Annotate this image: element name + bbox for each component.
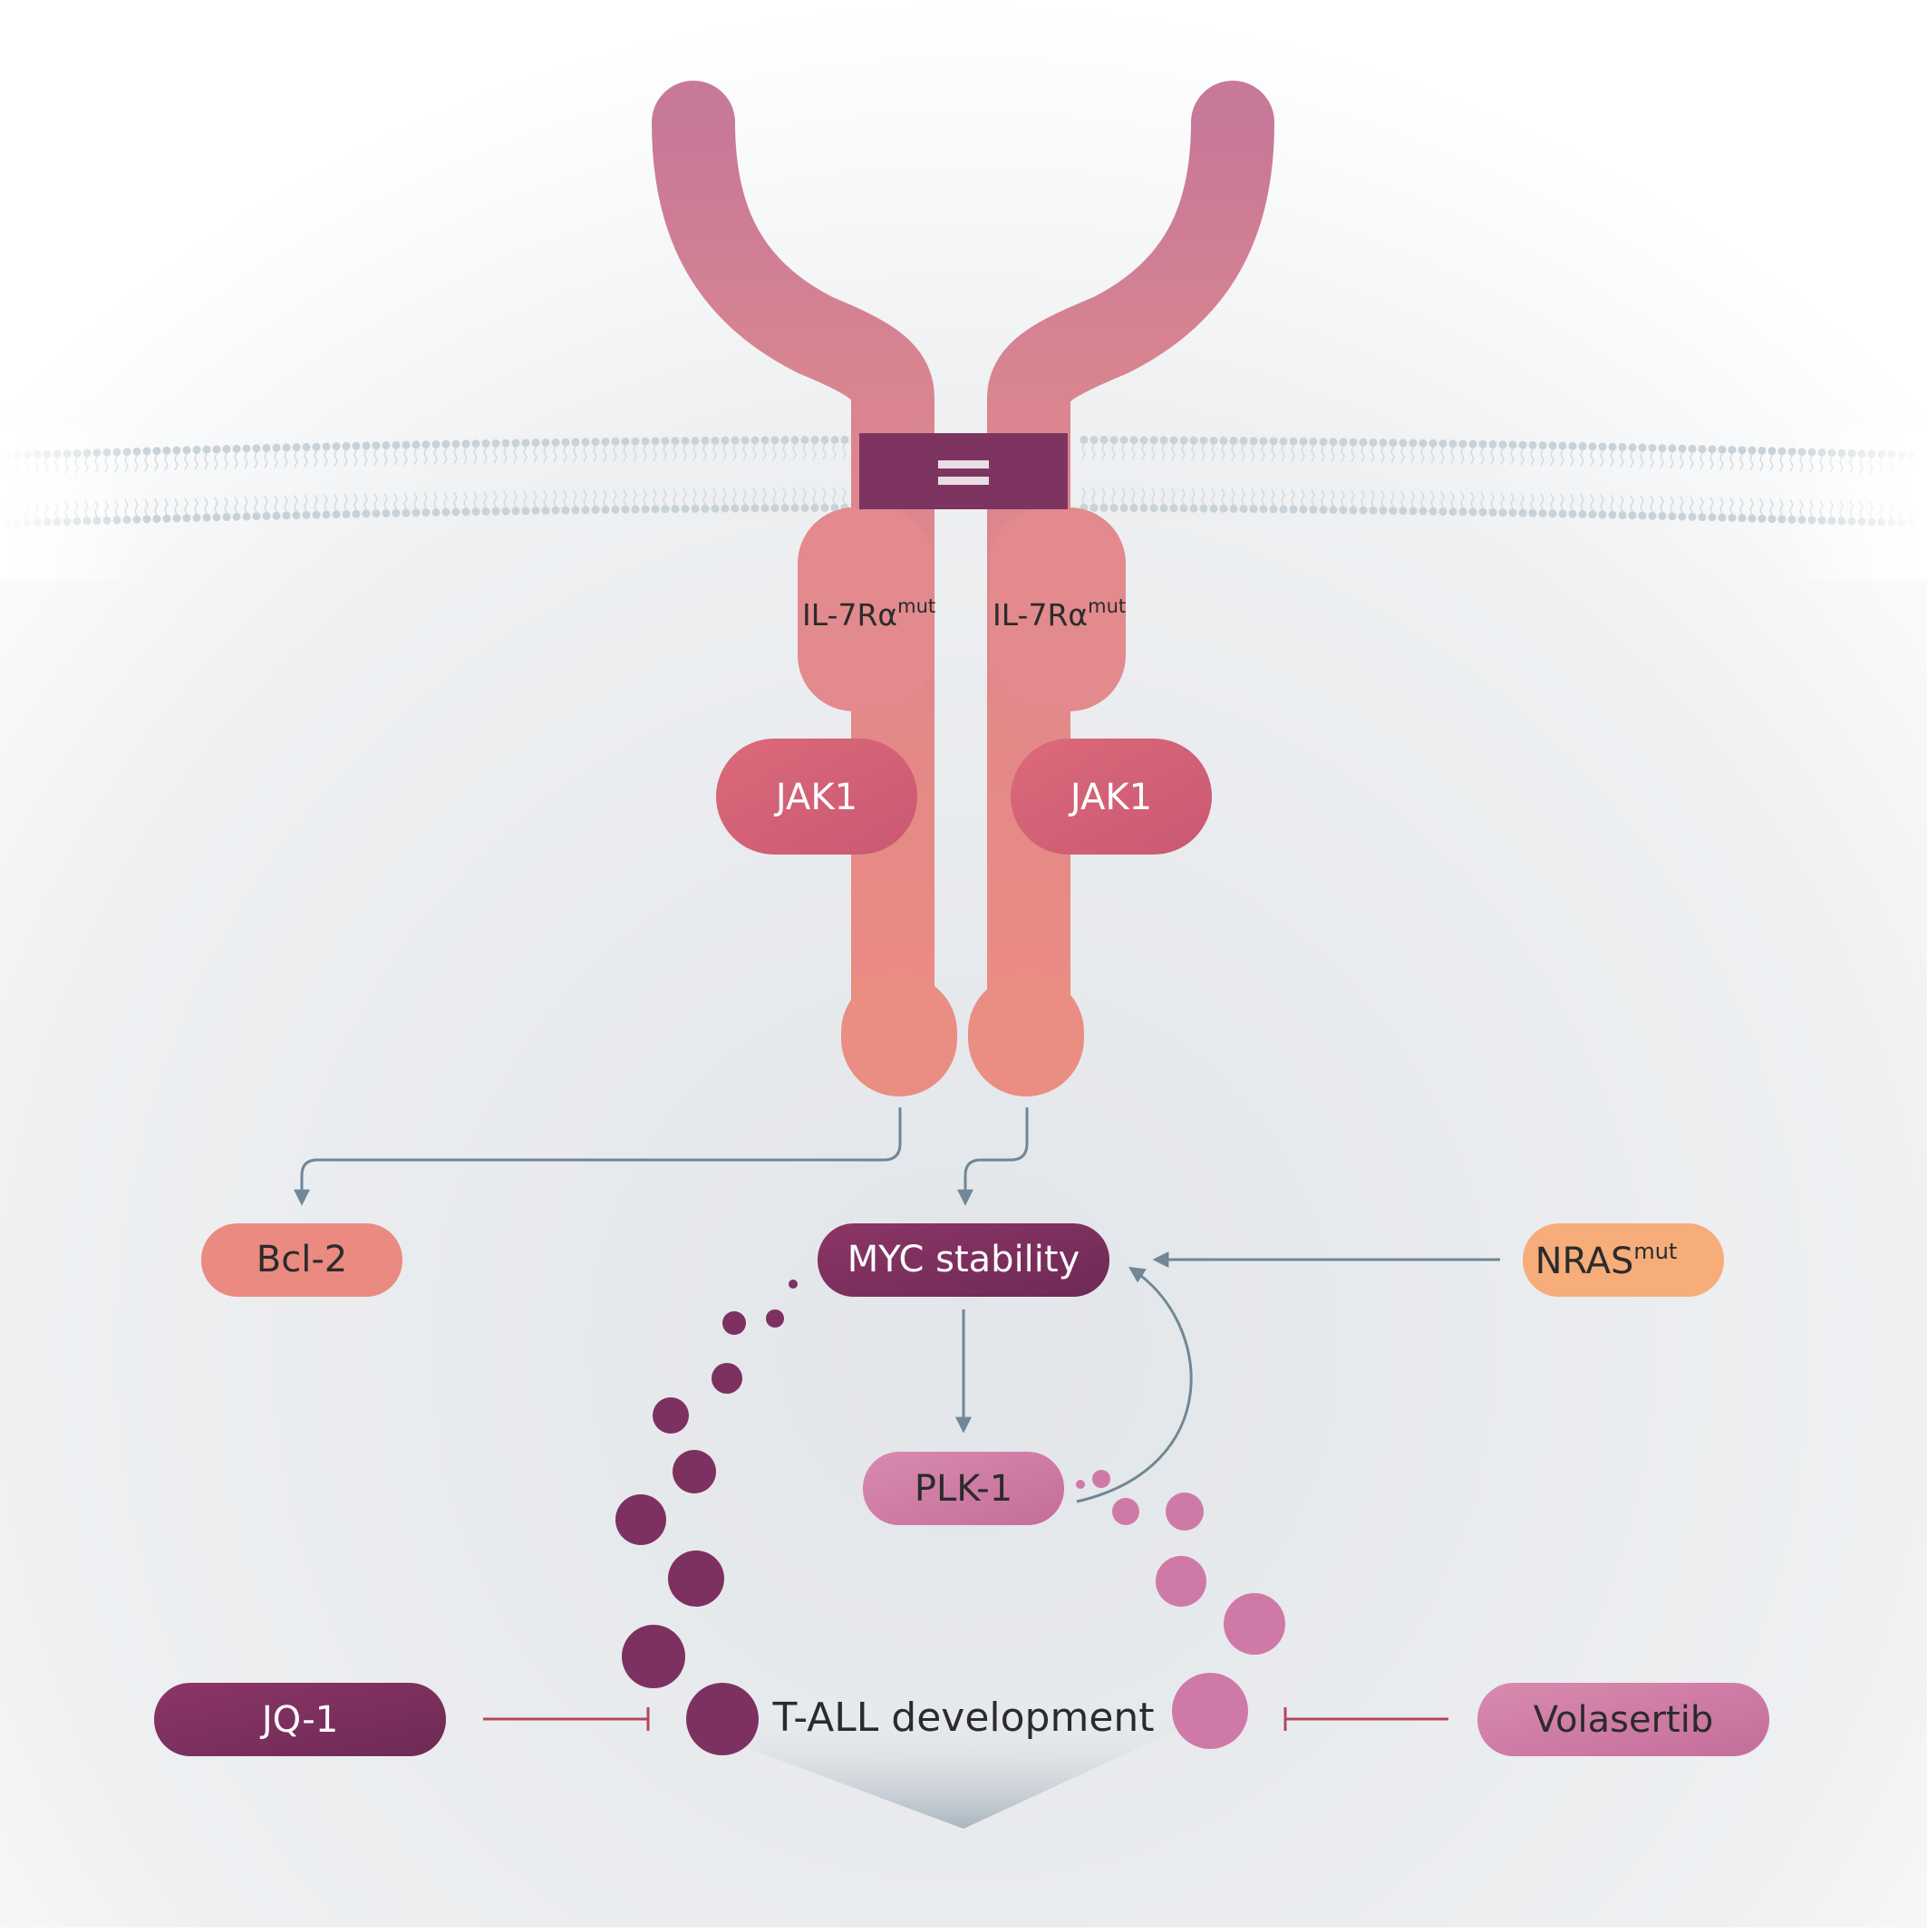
node-bcl2: Bcl-2 [201, 1223, 402, 1297]
disulfide-bond-top [938, 460, 989, 469]
plk1-path-dot [1166, 1492, 1204, 1531]
nras-label-sup: mut [1633, 1239, 1677, 1264]
myc-path-dot [668, 1550, 724, 1607]
receptor-right-label: IL-7Rαmut [993, 595, 1126, 633]
disulfide-bond-bottom [938, 477, 989, 485]
myc-path-dot [766, 1309, 784, 1328]
signaling-arrows [294, 1107, 1500, 1503]
node-nras: NRASmut [1523, 1223, 1724, 1297]
receptor-left [652, 81, 957, 1096]
receptor-left-label-main: IL-7Rα [802, 597, 897, 633]
volasertib-pill [1477, 1683, 1769, 1756]
plk1-label: PLK-1 [915, 1468, 1012, 1510]
node-myc: MYC stability [818, 1223, 1109, 1297]
jq1-label: JQ-1 [259, 1699, 338, 1741]
jak1-right-pill [1011, 739, 1212, 855]
inhibit-jq1 [483, 1707, 650, 1731]
inhibition-lines [483, 1707, 1448, 1731]
myc-pill [818, 1223, 1109, 1297]
volasertib-label: Volasertib [1534, 1699, 1713, 1741]
receptor-right-cytoplasmic-domain [990, 507, 1126, 711]
arrow-jak-to-bcl2 [294, 1107, 902, 1206]
plk1-path-dot [1224, 1593, 1285, 1655]
node-volasertib: Volasertib [1477, 1683, 1769, 1756]
inhibit-volasertib [1283, 1707, 1448, 1731]
jak1-left: JAK1 [716, 739, 917, 855]
receptor-left-cytoplasmic-domain [798, 507, 934, 711]
transmembrane-block [859, 433, 1068, 509]
receptor-right-tail [968, 974, 1084, 1096]
myc-path-dot [673, 1450, 716, 1493]
arrow-plk1-to-myc-feedback [1076, 1267, 1193, 1503]
arrow-jak-to-myc [957, 1107, 1029, 1206]
plk1-path-dot [1092, 1470, 1110, 1488]
myc-path-dot [686, 1683, 759, 1755]
jak1-right-label: JAK1 [1068, 777, 1152, 818]
nras-label-main: NRAS [1535, 1241, 1634, 1282]
myc-path-dot [653, 1397, 689, 1434]
receptor-right-arm [987, 81, 1274, 1057]
receptor-left-label-sup: mut [897, 595, 935, 617]
plk1-path-dot [1112, 1498, 1139, 1525]
receptor-left-arm [652, 81, 934, 1057]
jq1-pill [154, 1683, 446, 1756]
bcl2-label: Bcl-2 [257, 1239, 347, 1280]
receptor-left-label: IL-7Rαmut [802, 595, 935, 633]
tall-cone [653, 1713, 1215, 1829]
myc-path-dot [722, 1311, 746, 1335]
jak1-right: JAK1 [1011, 739, 1212, 855]
plk1-path-dot [1172, 1673, 1248, 1749]
plk1-dot-path [1076, 1470, 1285, 1749]
bcl2-pill [201, 1223, 402, 1297]
receptor-right [968, 81, 1274, 1096]
jak1-left-pill [716, 739, 917, 855]
receptor-right-label-sup: mut [1088, 595, 1126, 617]
node-plk1: PLK-1 [863, 1452, 1064, 1525]
jak1-left-label: JAK1 [773, 777, 857, 818]
myc-path-dot [789, 1280, 798, 1289]
receptor-left-tail [841, 974, 957, 1096]
plk1-pill [863, 1452, 1064, 1525]
nras-label: NRASmut [1535, 1239, 1678, 1282]
myc-path-dot [622, 1625, 685, 1688]
receptor-right-label-main: IL-7Rα [993, 597, 1088, 633]
node-jq1: JQ-1 [154, 1683, 446, 1756]
myc-path-dot [712, 1363, 742, 1394]
plk1-path-dot [1076, 1480, 1085, 1489]
plk1-path-dot [1156, 1556, 1206, 1607]
myc-dot-path [615, 1280, 798, 1755]
myc-label: MYC stability [847, 1239, 1080, 1280]
tall-development-label: T-ALL development [771, 1695, 1154, 1741]
nras-pill [1523, 1223, 1724, 1297]
myc-path-dot [615, 1494, 666, 1545]
